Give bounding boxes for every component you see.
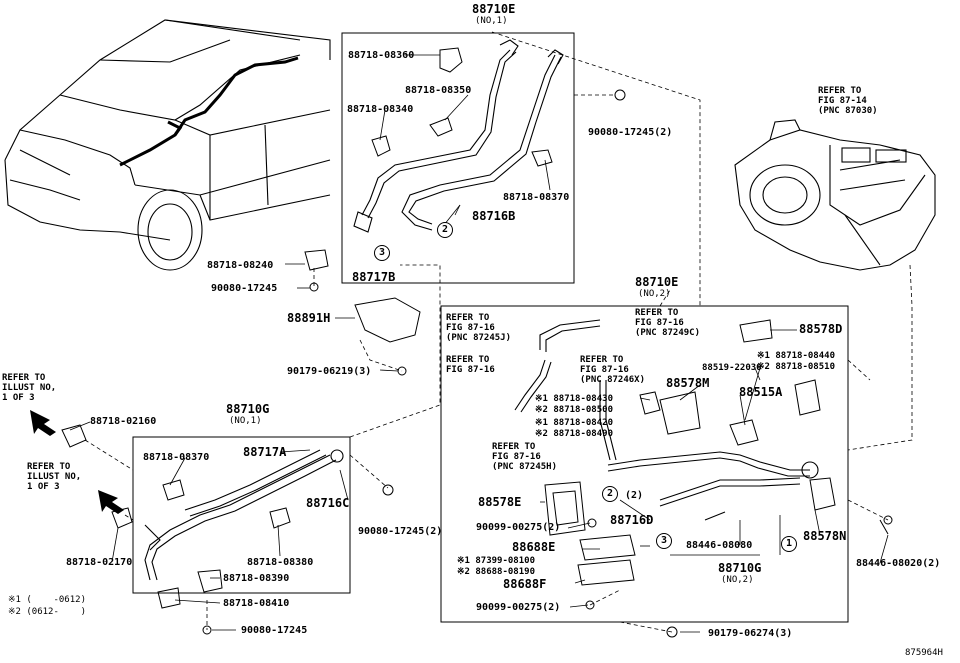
part-label[interactable]: 88718-08410 <box>223 598 290 609</box>
part-label[interactable]: 88718-08370 <box>503 192 570 203</box>
part-label[interactable]: 88446-08080 <box>686 540 753 551</box>
circled-number: 1 <box>781 536 797 552</box>
part-label[interactable]: ※1 88718-08420 <box>535 418 613 428</box>
part-label[interactable]: 88578D <box>799 322 843 336</box>
solid-leaders <box>69 54 889 633</box>
part-label[interactable]: 90179-06219(3) <box>287 366 372 377</box>
part-label[interactable]: 88717A <box>243 445 287 459</box>
quantity-label: (2) <box>625 490 644 501</box>
part-label[interactable]: 88716D <box>610 513 654 527</box>
part-label[interactable]: ※2 88718-08510 <box>757 362 835 372</box>
legend-line-1: ※1 ( -0612) <box>8 595 86 605</box>
part-label[interactable]: 90099-00275(2) <box>476 602 561 613</box>
part-label[interactable]: 90080-17245 <box>211 283 278 294</box>
figure-id: 875964H <box>905 648 943 658</box>
refer-note[interactable]: REFER TO FIG 87-16 (PNC 87245H) <box>492 442 558 472</box>
part-label[interactable]: 88718-08340 <box>347 104 414 115</box>
blower-unit-illustration <box>734 119 936 271</box>
refer-note[interactable]: REFER TO ILLUST NO, 1 OF 3 <box>2 373 57 403</box>
circled-number: 2 <box>602 486 618 502</box>
clip-parts <box>61 47 889 609</box>
vehicle-harness <box>119 56 299 167</box>
part-label[interactable]: 88717B <box>352 270 396 284</box>
part-label[interactable]: ※1 88718-08440 <box>757 351 835 361</box>
refer-note[interactable]: REFER TO FIG 87-14 (PNC 87030) <box>818 86 878 116</box>
arrows <box>30 410 124 514</box>
part-label[interactable]: 88515A <box>739 385 783 399</box>
part-label[interactable]: 88578M <box>666 376 710 390</box>
part-label[interactable]: 90080-17245 <box>241 625 308 636</box>
part-label[interactable]: 88716C <box>306 496 350 510</box>
part-label[interactable]: 88718-02160 <box>90 416 157 427</box>
right-box-pipes <box>514 319 819 507</box>
part-label[interactable]: 88718-08370 <box>143 452 210 463</box>
refer-note[interactable]: REFER TO FIG 87-16 <box>446 355 495 375</box>
part-label[interactable]: 88519-22030 <box>702 363 762 373</box>
part-label[interactable]: 88718-08390 <box>223 573 290 584</box>
box-top-sub: (NO,1) <box>475 16 508 26</box>
box-right-code[interactable]: 88710E <box>635 275 679 289</box>
part-label[interactable]: 90179-06274(3) <box>708 628 793 639</box>
part-label[interactable]: 88891H <box>287 311 331 325</box>
part-label[interactable]: 88718-08360 <box>348 50 415 61</box>
part-label[interactable]: 88578N <box>803 529 847 543</box>
part-label[interactable]: ※2 88718-08500 <box>535 405 613 415</box>
part-label[interactable]: ※1 87399-08100 <box>457 556 535 566</box>
box-left-sub: (NO,1) <box>229 416 262 426</box>
circled-number: 3 <box>374 245 390 261</box>
part-label[interactable]: 88716B <box>472 209 516 223</box>
part-label[interactable]: 88718-08240 <box>207 260 274 271</box>
refer-note[interactable]: REFER TO FIG 87-16 (PNC 87245J) <box>446 313 512 343</box>
top-box-pipes <box>353 39 564 233</box>
refer-note[interactable]: REFER TO ILLUST NO, 1 OF 3 <box>27 462 82 492</box>
part-label[interactable]: 88718-02170 <box>66 557 133 568</box>
part-label[interactable]: 90099-00275(2) <box>476 522 561 533</box>
refer-note[interactable]: REFER TO FIG 87-16 (PNC 87246X) <box>580 355 646 385</box>
part-label[interactable]: 90080-17245(2) <box>358 526 443 537</box>
box-left-frame <box>132 436 351 594</box>
box-right-frame <box>440 305 849 623</box>
circled-number: 2 <box>437 222 453 238</box>
part-label[interactable]: 88718-08350 <box>405 85 472 96</box>
box-top-code[interactable]: 88710E <box>472 2 516 16</box>
refer-note[interactable]: REFER TO FIG 87-16 (PNC 87249C) <box>635 308 701 338</box>
part-label[interactable]: 90080-17245(2) <box>588 127 673 138</box>
box-top-frame <box>341 32 575 284</box>
leader-lines <box>84 31 913 633</box>
part-label[interactable]: 88578E <box>478 495 522 509</box>
box-right-sub: (NO,2) <box>638 289 671 299</box>
circled-number: 3 <box>656 533 672 549</box>
part-label[interactable]: 88688E <box>512 540 556 554</box>
part-label[interactable]: 88688F <box>503 577 547 591</box>
box-left-code[interactable]: 88710G <box>226 402 270 416</box>
vehicle-illustration <box>4 19 331 271</box>
part-label[interactable]: ※1 88718-08430 <box>535 394 613 404</box>
part-label[interactable]: 88446-08020(2) <box>856 558 941 569</box>
box-bottom-sub: (NO,2) <box>721 575 754 585</box>
part-label[interactable]: ※2 88688-08190 <box>457 567 535 577</box>
left-box-pipes <box>144 449 344 581</box>
legend-line-2: ※2 (0612- ) <box>8 607 86 617</box>
part-label[interactable]: 88718-08380 <box>247 557 314 568</box>
box-bottom-code[interactable]: 88710G <box>718 561 762 575</box>
part-label[interactable]: ※2 88718-08490 <box>535 429 613 439</box>
